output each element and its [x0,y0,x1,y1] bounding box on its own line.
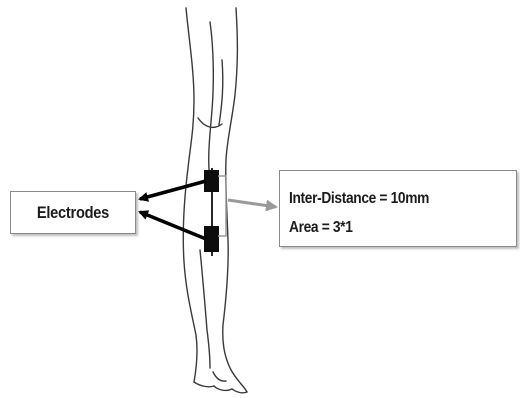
electrodes-label-box: Electrodes [10,191,136,234]
area-text: Area = 3*1 [289,213,484,242]
electrodes-label: Electrodes [37,203,109,223]
electrode-info-box: Inter-Distance = 10mm Area = 3*1 [279,170,517,247]
arrow-icon-top [140,181,206,199]
inter-distance-text: Inter-Distance = 10mm [289,184,484,213]
electrode-pad-top-icon [204,170,219,192]
arrow-icon-info [228,200,276,207]
electrode-bracket [218,176,226,236]
arrow-icon-bottom [140,212,206,239]
electrode-pad-bottom-icon [204,226,219,252]
